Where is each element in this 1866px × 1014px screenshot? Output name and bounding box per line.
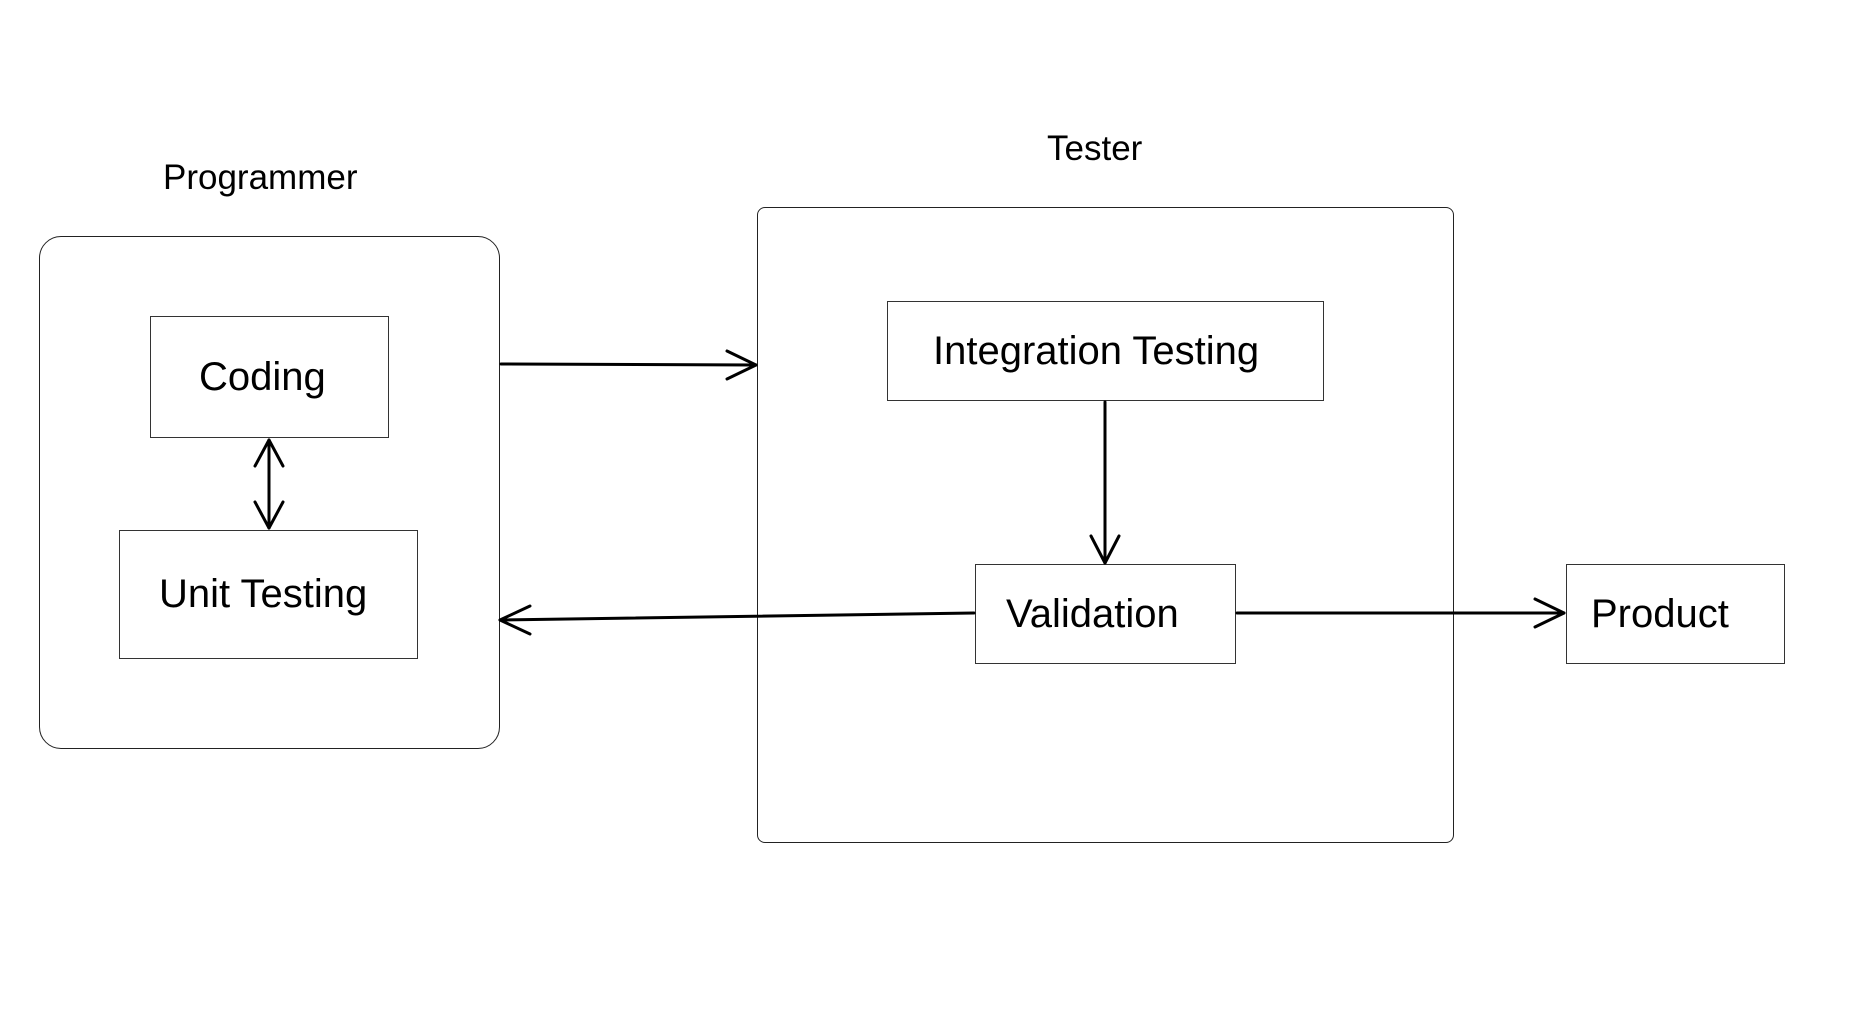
- coding-unit-testing-arrow: [253, 438, 285, 530]
- programmer-group-label: Programmer: [163, 158, 358, 197]
- validation-to-programmer-arrow: [498, 604, 976, 636]
- tester-group: [757, 207, 1454, 843]
- coding-node: Coding: [150, 316, 389, 438]
- programmer-to-tester-arrow: [499, 349, 758, 381]
- integration-testing-node: Integration Testing: [887, 301, 1324, 401]
- integration-to-validation-arrow: [1089, 400, 1121, 565]
- validation-node: Validation: [975, 564, 1236, 664]
- coding-label: Coding: [199, 354, 326, 399]
- validation-to-product-arrow: [1235, 597, 1566, 629]
- programmer-group: [39, 236, 500, 749]
- unit-testing-node: Unit Testing: [119, 530, 418, 659]
- product-label: Product: [1591, 591, 1729, 636]
- unit-testing-label: Unit Testing: [159, 572, 368, 616]
- product-node: Product: [1566, 564, 1785, 664]
- tester-group-label: Tester: [1047, 129, 1143, 168]
- validation-label: Validation: [1006, 591, 1179, 636]
- integration-testing-label: Integration Testing: [933, 328, 1260, 373]
